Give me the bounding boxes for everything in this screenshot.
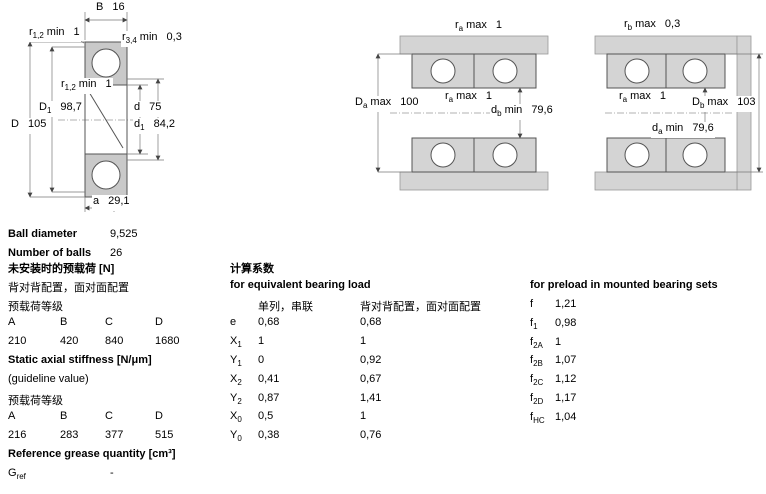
stiffness-title: Static axial stiffness [N/μm] (8, 353, 152, 366)
stiffness-values-row: 216 283 377 515 (8, 429, 174, 442)
mounted-pair-svg-1 (375, 35, 555, 191)
preload-section: 未安装时的预载荷 [N] 背对背配置，面对面配置 预载荷等级 A B C D 2… (8, 260, 224, 486)
ball-diameter-value: 9,525 (110, 228, 138, 240)
preload-values-row: 210 420 840 1680 (8, 335, 180, 348)
ball-bottom (91, 160, 121, 190)
bearing-cross-section-svg (27, 12, 178, 212)
bearing-pair (411, 53, 537, 173)
calc-col1-header: 单列，串联 (258, 300, 313, 313)
factors-section: for preload in mounted bearing sets f 1,… (530, 279, 760, 429)
shaft-section (594, 171, 738, 191)
preload-header-row: A B C D (8, 316, 163, 329)
summary-section: Ball diameter 9,525 Number of balls 26 (8, 228, 138, 266)
calc-header-row: 单列，串联 背对背配置，面对面配置 (230, 298, 500, 317)
grease-title: Reference grease quantity [cm³] (8, 447, 176, 460)
calc-title: 计算系数 (230, 263, 274, 275)
calc-row-X1: X1 1 1 (230, 335, 367, 350)
calc-section: 计算系数 for equivalent bearing load 单列，串联 背… (230, 260, 500, 448)
housing-wall (736, 35, 752, 191)
mounted-pair-svg-2 (594, 35, 763, 191)
calc-row-Y1: Y1 0 0,92 (230, 353, 382, 369)
number-of-balls-value: 26 (110, 246, 123, 259)
bearing-pair (606, 53, 726, 173)
stiffness-class-label: 预载荷等级 (8, 394, 63, 407)
housing-section (399, 35, 549, 191)
calc-row-Y0: Y0 0,38 0,76 (230, 429, 382, 444)
factors-title: for preload in mounted bearing sets (530, 279, 718, 292)
grease-row: Gref - (8, 467, 224, 486)
factor-row-f2D: f2D 1,17 (530, 391, 577, 407)
ball-diameter-row: Ball diameter 9,525 (8, 228, 138, 247)
ball-diameter-label: Ball diameter (8, 228, 78, 240)
grease-symbol: Gref (8, 466, 26, 481)
factor-row-f2B: f2B 1,07 (530, 354, 577, 369)
preload-title: 未安装时的预载荷 [N] (8, 263, 115, 275)
stiffness-header-row: A B C D (8, 410, 163, 423)
calc-col2-header: 背对背配置，面对面配置 (360, 300, 481, 313)
stiffness-note: (guideline value) (8, 372, 89, 385)
preload-class-label: 预载荷等级 (8, 300, 63, 313)
factor-row-f2A: f2A 1 (530, 335, 562, 350)
calc-subtitle: for equivalent bearing load (230, 278, 371, 291)
number-of-balls-label: Number of balls (8, 246, 92, 259)
factor-row-f: f 1,21 (530, 297, 577, 310)
calc-row-X2: X2 0,41 0,67 (230, 372, 382, 387)
calc-row-Y2: Y2 0,87 1,41 (230, 391, 382, 406)
factor-row-f1: f1 0,98 (530, 316, 577, 331)
bearing-body (84, 41, 128, 198)
preload-subtitle: 背对背配置，面对面配置 (8, 281, 129, 294)
factor-row-fHC: fHC 1,04 (530, 410, 577, 425)
housing-section (594, 35, 752, 191)
contact-angle-line (88, 91, 124, 149)
calc-row-X0: X0 0,5 1 (230, 410, 367, 425)
factor-row-f2C: f2C 1,12 (530, 373, 577, 388)
shaft-section (399, 171, 549, 191)
number-of-balls-row: Number of balls 26 (8, 247, 138, 266)
ball-top (91, 48, 121, 78)
grease-value: - (110, 466, 114, 479)
calc-row-e: e 0,68 0,68 (230, 316, 382, 329)
